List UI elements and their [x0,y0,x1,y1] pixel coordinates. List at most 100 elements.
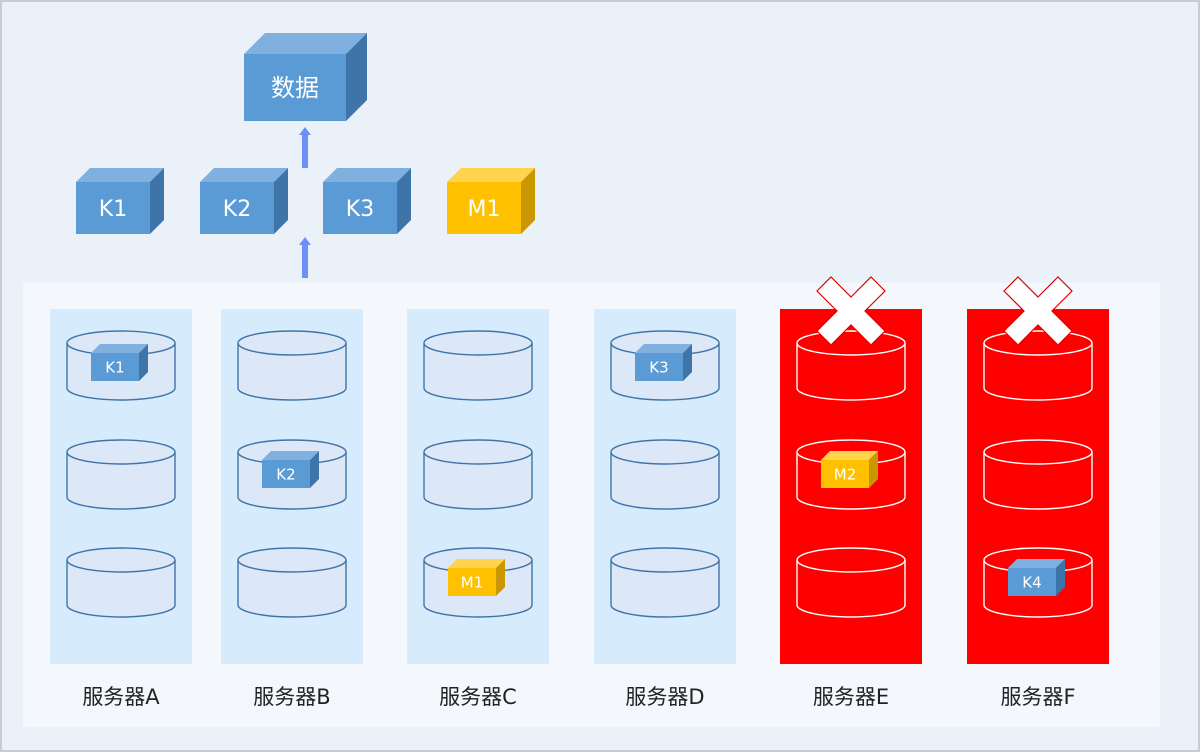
disk-e-1 [796,330,906,401]
disk-f-1-top [983,330,1093,356]
stored-block-k1-side [139,344,148,381]
stored-block-m2-side [869,451,878,488]
stored-block-m1-top [448,559,505,568]
disk-d-2-top [610,439,720,465]
stored-block-m2: M2 [821,451,878,488]
disk-e-1-top [796,330,906,356]
stored-block-m1-front [448,568,496,596]
stored-block-m2-label: M2 [834,465,857,483]
block-m1-cube-top [447,168,535,182]
server-label-a: 服务器A [82,685,160,709]
disk-f-3-body [983,560,1093,618]
disk-f-1 [983,330,1093,401]
failure-x-icon-e [816,276,886,346]
stored-block-k3-side [683,344,692,381]
disk-b-3-body [237,560,347,618]
block-k1-cube-top [76,168,164,182]
server-column-f [967,309,1109,664]
data-block-cube: 数据 [244,33,367,121]
disk-d-2-body [610,452,720,510]
data-block-cube-label: 数据 [271,74,319,102]
disk-a-3 [66,547,176,618]
disk-c-2-body [423,452,533,510]
failure-x-icon-f [1003,276,1073,346]
disk-a-2-top [66,439,176,465]
disk-b-1 [237,330,347,401]
disk-b-3 [237,547,347,618]
stored-block-k4: K4 [1008,559,1065,596]
block-k2-cube-side [274,168,288,234]
server-label-c: 服务器C [439,685,517,709]
disk-d-3-body [610,560,720,618]
block-m1-cube-label: M1 [468,197,501,222]
stored-block-k1-top [91,344,148,353]
stored-block-k2: K2 [262,451,319,488]
stored-block-m1: M1 [448,559,505,596]
server-label-b: 服务器B [253,685,330,709]
up-arrow-upper-shaft [302,134,308,168]
data-block-cube-front [244,54,346,121]
disk-f-2-top [983,439,1093,465]
disk-c-1-body [423,343,533,401]
data-block-cube-side [346,33,367,121]
stored-block-k3-label: K3 [649,358,668,376]
server-label-e: 服务器E [813,685,889,709]
block-k2-cube-top [200,168,288,182]
disk-b-1-body [237,343,347,401]
block-k3-cube-side [397,168,411,234]
disk-c-1 [423,330,533,401]
disk-c-2-top [423,439,533,465]
stored-block-m2-front [821,460,869,488]
disk-b-3-top [237,547,347,573]
block-m1-cube-front [447,182,521,234]
stored-block-k4-top [1008,559,1065,568]
block-m1-cube: M1 [447,168,535,234]
stored-block-k1-label: K1 [105,358,124,376]
disk-e-3-top [796,547,906,573]
up-arrow-lower [299,237,311,278]
disk-a-2-body [66,452,176,510]
block-k3-cube-label: K3 [346,197,374,222]
stored-block-m1-side [496,559,505,596]
disk-e-2-body [796,452,906,510]
disk-a-3-body [66,560,176,618]
disk-a-2 [66,439,176,510]
disk-f-1-body [983,343,1093,401]
stored-block-k3-front [635,353,683,381]
up-arrow-upper [299,127,311,168]
block-k1-cube-front [76,182,150,234]
disk-e-1-body [796,343,906,401]
disk-c-1-top [423,330,533,356]
stored-block-m1-label: M1 [461,573,484,591]
block-k3-cube-top [323,168,411,182]
disk-c-2 [423,439,533,510]
stored-block-k4-label: K4 [1022,573,1041,591]
up-arrow-lower-shaft [302,244,308,278]
block-m1-cube-side [521,168,535,234]
up-arrow-upper-head [299,127,311,135]
block-k3-cube-front [323,182,397,234]
disk-d-3 [610,547,720,618]
server-label-d: 服务器D [625,685,704,709]
block-k3-cube: K3 [323,168,411,234]
stored-block-k3: K3 [635,344,692,381]
stored-block-k3-top [635,344,692,353]
disk-e-3-body [796,560,906,618]
stored-block-k4-side [1056,559,1065,596]
block-k1-cube: K1 [76,168,164,234]
block-k2-cube-front [200,182,274,234]
stored-block-k2-side [310,451,319,488]
stored-block-k4-front [1008,568,1056,596]
stored-block-k1: K1 [91,344,148,381]
stored-block-k2-front [262,460,310,488]
block-k2-cube: K2 [200,168,288,234]
block-k1-cube-label: K1 [99,197,127,222]
disk-d-3-top [610,547,720,573]
disk-f-2-body [983,452,1093,510]
disk-d-2 [610,439,720,510]
stored-block-k1-front [91,353,139,381]
block-k1-cube-side [150,168,164,234]
block-k2-cube-label: K2 [223,197,251,222]
